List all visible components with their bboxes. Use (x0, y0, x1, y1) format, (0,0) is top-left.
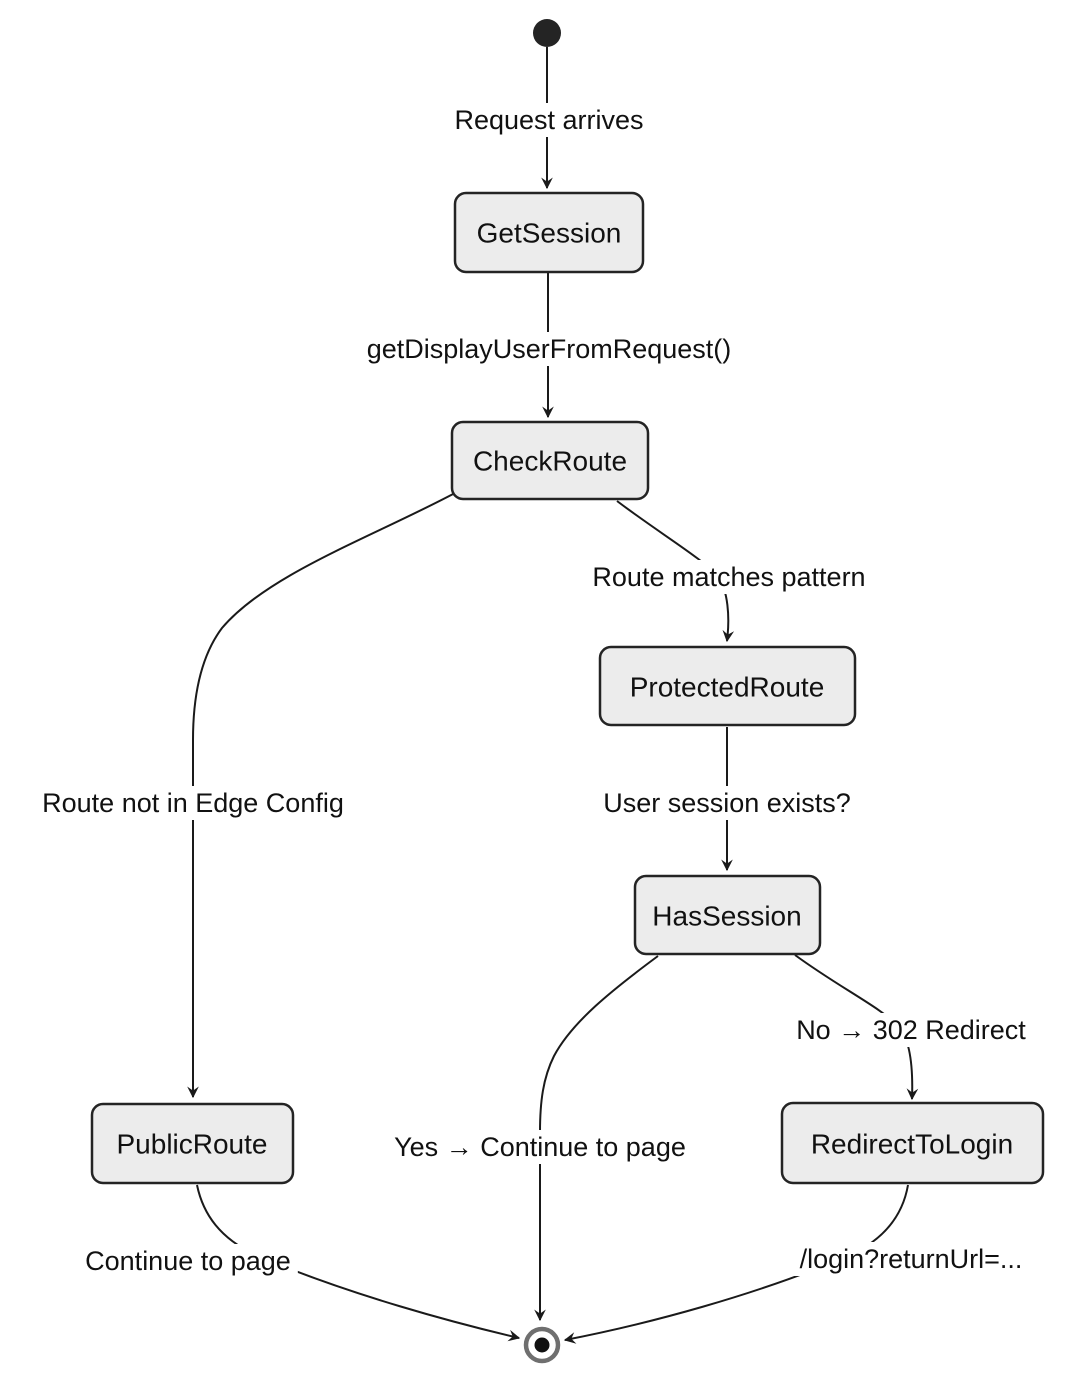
edge-label-login-returnurl: /login?returnUrl=... (800, 1244, 1023, 1274)
edge-label-background (585, 560, 873, 594)
edge-label-user-session-exists: User session exists? (603, 788, 851, 818)
edge-label-getdisplayuserfromrequest: getDisplayUserFromRequest() (367, 334, 732, 364)
edge-label-background (35, 786, 351, 820)
edge-label-background (359, 332, 739, 366)
edge-label-no-302-redirect: No → 302 Redirect (796, 1015, 1026, 1045)
state-public-route: PublicRoute (90, 1102, 295, 1185)
edge-checkroute-to-publicroute (187, 492, 456, 1099)
state-has-session-label: HasSession (652, 901, 801, 932)
state-redirect-to-login-box (780, 1101, 1045, 1185)
state-public-route-label: PublicRoute (117, 1129, 268, 1160)
state-has-session-box (633, 874, 822, 956)
state-public-route-box (90, 1102, 295, 1185)
edge-label-continue-to-page: Continue to page (85, 1246, 291, 1276)
edge-labels: Request arrives getDisplayUserFromReques… (35, 103, 1034, 1278)
edge-label-route-matches-pattern: Route matches pattern (592, 562, 865, 592)
end-state-dot-icon (534, 1337, 550, 1353)
state-redirect-to-login-label: RedirectToLogin (811, 1129, 1013, 1160)
state-get-session-label: GetSession (477, 218, 622, 249)
edge-label-background (789, 1013, 1034, 1047)
state-has-session: HasSession (633, 874, 822, 956)
state-get-session-box (453, 191, 645, 274)
start-state-icon (533, 19, 561, 47)
edge-label-background (447, 103, 651, 137)
edge-label-background (387, 1130, 693, 1164)
end-state (523, 1326, 561, 1364)
state-check-route-label: CheckRoute (473, 446, 627, 477)
state-redirect-to-login: RedirectToLogin (780, 1101, 1045, 1185)
edge-label-background (78, 1244, 298, 1278)
state-check-route: CheckRoute (450, 420, 650, 501)
state-protected-route-label: ProtectedRoute (630, 672, 825, 703)
edge-label-yes-continue-to-page: Yes → Continue to page (394, 1132, 686, 1162)
edge-label-background (792, 1242, 1030, 1276)
edge-label-request-arrives: Request arrives (454, 105, 643, 135)
state-get-session: GetSession (453, 191, 645, 274)
state-protected-route-box (598, 645, 857, 727)
state-protected-route: ProtectedRoute (598, 645, 857, 727)
nodes: GetSession CheckRoute ProtectedRoute Has… (90, 19, 1045, 1364)
edge-label-background (596, 786, 858, 820)
edge-label-route-not-in-edge-config: Route not in Edge Config (42, 788, 344, 818)
edge-hassession-to-end-yes (534, 955, 659, 1322)
state-check-route-box (450, 420, 650, 501)
